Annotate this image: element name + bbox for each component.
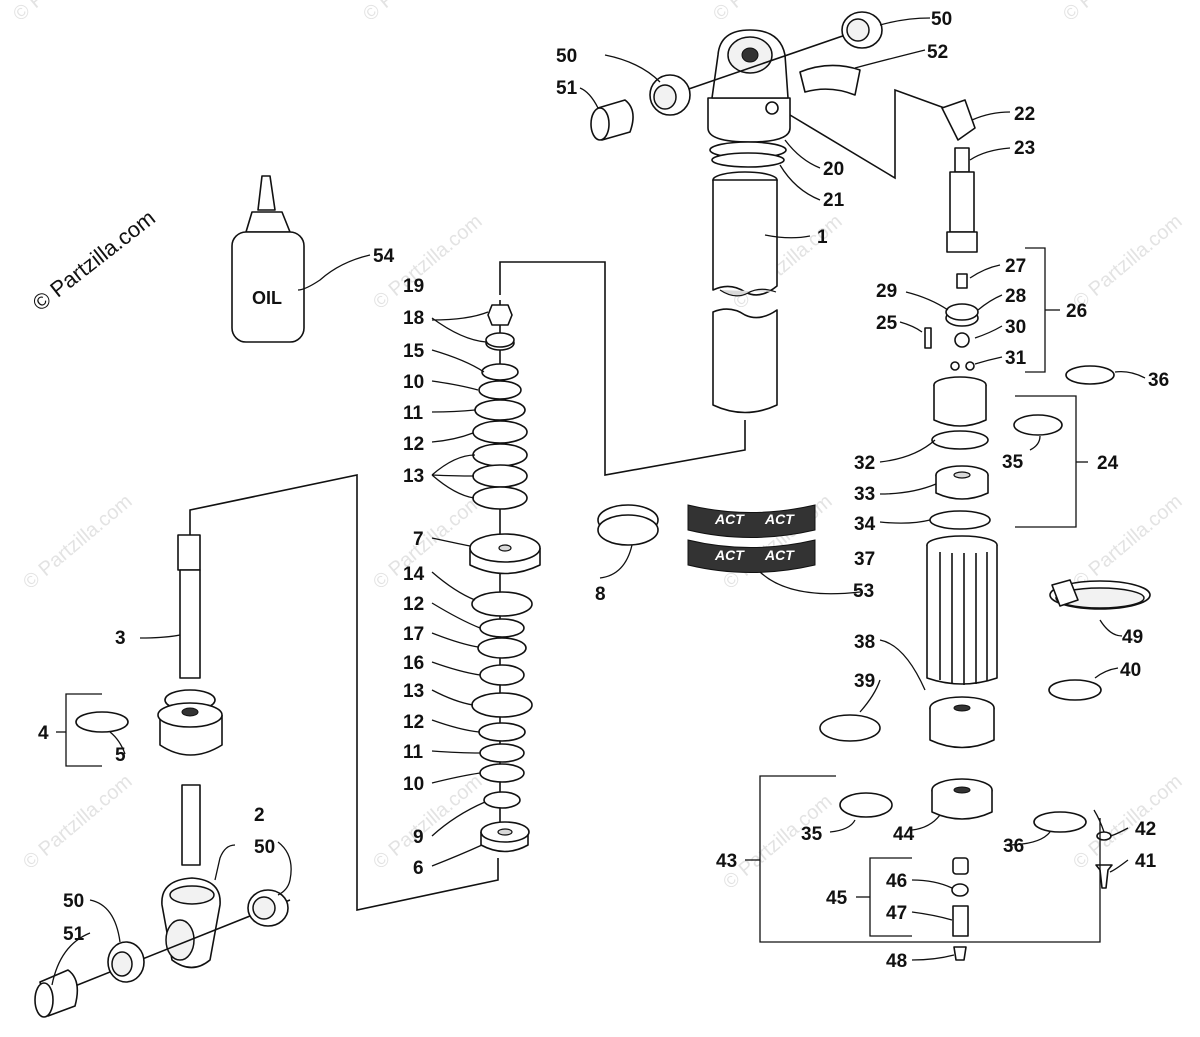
decal-logo: ACT	[764, 511, 795, 527]
watermark-main: © Partzilla.com	[28, 205, 160, 316]
callout-19: 19	[403, 276, 424, 297]
callout-23: 23	[1014, 138, 1035, 159]
callout-42: 42	[1135, 819, 1156, 840]
top-eye-assembly	[590, 11, 883, 168]
callout-14: 14	[403, 564, 425, 585]
decal-logo: ACT	[714, 511, 745, 527]
callout-2: 2	[254, 805, 265, 826]
callout-12: 12	[403, 434, 424, 455]
watermark-faint: © Partzilla.com	[1069, 490, 1186, 593]
callout-48: 48	[886, 951, 907, 972]
callout-28: 28	[1005, 286, 1026, 307]
decal-logo: ACT	[714, 547, 745, 563]
callout-1: 1	[817, 227, 828, 248]
callout-50: 50	[63, 891, 84, 912]
callout-10: 10	[403, 774, 424, 795]
callout-8: 8	[595, 584, 606, 605]
split-ring-8	[597, 504, 659, 546]
callout-44: 44	[893, 824, 915, 845]
callout-7: 7	[413, 529, 424, 550]
callout-32: 32	[854, 453, 875, 474]
callout-51: 51	[556, 78, 578, 99]
callout-29: 29	[876, 281, 897, 302]
callout-35: 35	[1002, 452, 1024, 473]
callout-51: 51	[63, 924, 85, 945]
watermark-faint: © Partzilla.com	[1069, 210, 1186, 313]
decal-logo: ACT	[764, 547, 795, 563]
callout-33: 33	[854, 484, 875, 505]
callout-39: 39	[854, 671, 875, 692]
callout-12: 12	[403, 712, 424, 733]
callout-11: 11	[403, 403, 424, 424]
oil-label: OIL	[252, 288, 282, 308]
body-tube	[712, 171, 778, 414]
callout-17: 17	[403, 624, 424, 645]
callout-50: 50	[556, 46, 577, 67]
callout-37: 37	[854, 549, 875, 570]
callout-46: 46	[886, 871, 907, 892]
watermark-faint: © Partzilla.com	[369, 770, 486, 873]
callout-13: 13	[403, 681, 424, 702]
watermark-faint: © Partzilla.com	[1059, 0, 1176, 26]
watermark-faint: © Partzilla.com	[19, 770, 136, 873]
watermark-faint: © Partzilla.com	[359, 0, 476, 26]
callout-54: 54	[373, 246, 395, 267]
connection-lines	[189, 88, 951, 911]
callout-16: 16	[403, 653, 424, 674]
reservoir-assembly	[819, 99, 1151, 961]
rod-assembly	[34, 534, 291, 1018]
callout-21: 21	[823, 190, 845, 211]
callout-22: 22	[1014, 104, 1035, 125]
callout-43: 43	[716, 851, 737, 872]
oil-bottle: OIL	[231, 175, 305, 343]
callout-3: 3	[115, 628, 126, 649]
callout-5: 5	[115, 745, 126, 766]
watermark-faint: © Partzilla.com	[9, 0, 126, 26]
callout-38: 38	[854, 632, 875, 653]
watermark-faint: © Partzilla.com	[719, 490, 836, 593]
callout-30: 30	[1005, 317, 1026, 338]
callout-47: 47	[886, 903, 907, 924]
callout-52: 52	[927, 42, 948, 63]
callout-49: 49	[1122, 627, 1143, 648]
callout-12: 12	[403, 594, 424, 615]
callout-53: 53	[853, 581, 874, 602]
leader-lines	[51, 17, 1146, 986]
callout-50: 50	[254, 837, 275, 858]
callout-18: 18	[403, 308, 424, 329]
callout-31: 31	[1005, 348, 1027, 369]
callout-36: 36	[1148, 370, 1169, 391]
callout-11: 11	[403, 742, 424, 763]
callout-34: 34	[854, 514, 876, 535]
valve-stack	[469, 300, 541, 853]
callout-36: 36	[1003, 836, 1024, 857]
callout-25: 25	[876, 313, 898, 334]
decal-53: ACT ACT ACT ACT	[687, 504, 816, 573]
callout-6: 6	[413, 858, 424, 879]
callout-35: 35	[801, 824, 823, 845]
callout-20: 20	[823, 159, 844, 180]
callout-15: 15	[403, 341, 425, 362]
callout-4: 4	[38, 723, 49, 744]
callout-labels: 50 52 50 51 20 21 1 22 23 54 27 28 26 30…	[38, 9, 1169, 972]
callout-26: 26	[1066, 301, 1087, 322]
callout-13: 13	[403, 466, 424, 487]
watermark-faint: © Partzilla.com	[709, 0, 826, 26]
callout-24: 24	[1097, 453, 1119, 474]
callout-9: 9	[413, 827, 424, 848]
watermark-faint: © Partzilla.com	[19, 490, 136, 593]
callout-45: 45	[826, 888, 848, 909]
callout-27: 27	[1005, 256, 1026, 277]
callout-50: 50	[931, 9, 952, 30]
watermark-faint: © Partzilla.com	[369, 490, 486, 593]
callout-10: 10	[403, 372, 424, 393]
callout-41: 41	[1135, 851, 1157, 872]
callout-40: 40	[1120, 660, 1141, 681]
